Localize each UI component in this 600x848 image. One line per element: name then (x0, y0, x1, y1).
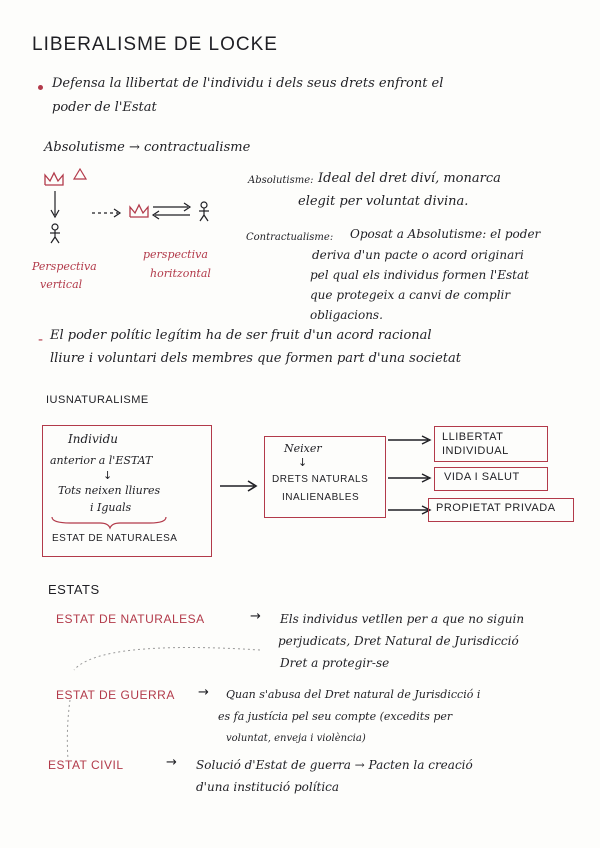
arrow-3: → (166, 755, 177, 770)
person-icon (50, 223, 60, 244)
individu-line-2: anterior a l'ESTAT (50, 454, 153, 467)
estat-civil-name: ESTAT CIVIL (48, 758, 124, 772)
estat-naturalesa-line-2: perjudicats, Dret Natural de Jurisdicció (278, 634, 519, 648)
individu-line-4: Tots neixen lliures (58, 484, 161, 497)
dash-marker: - (38, 332, 44, 348)
estat-civil-line-2: d'una institució política (196, 780, 340, 794)
estats-heading: ESTATS (48, 582, 100, 597)
page-title: LIBERALISME DE LOCKE (32, 34, 278, 55)
estat-guerra-line-3: voluntat, enveja i violència) (226, 733, 366, 744)
estat-naturalesa-line-3: Dret a protegir-se (280, 656, 390, 670)
right-label-3: PROPIETAT PRIVADA (436, 502, 556, 514)
right-box-2 (434, 467, 548, 491)
right-label-1: LLIBERTAT INDIVIDUAL (442, 431, 509, 457)
absolutisme-term: Absolutisme: (248, 175, 314, 186)
arrow-right-icon (220, 480, 258, 492)
horizontal-label-2: horitzontal (150, 267, 211, 280)
right-box-3 (428, 498, 574, 522)
drets-line-1: Neixer (284, 442, 322, 455)
bullet-dot (38, 85, 43, 90)
individu-arrow: ↓ (103, 469, 113, 482)
contractualisme-line-1: Oposat a Absolutisme: el poder (350, 227, 541, 241)
estat-guerra-line-2: es fa justícia pel seu compte (excedits … (218, 710, 453, 723)
legit-line-1: El poder polític legítim ha de ser fruit… (50, 328, 432, 343)
estat-naturalesa-line-1: Els individus vetllen per a que no sigui… (280, 612, 525, 626)
intro-line-1: Defensa la llibertat de l'individu i del… (52, 76, 444, 91)
absolutisme-line-2: elegit per voluntat divina. (298, 194, 469, 209)
arrow-2: → (198, 685, 209, 700)
contractualisme-line-3: pel qual els individus formen l'Estat (310, 268, 529, 282)
crown-icon (44, 171, 64, 186)
vertical-label-2: vertical (40, 278, 83, 291)
estat-guerra-line-1: Quan s'abusa del Dret natural de Jurisdi… (226, 688, 481, 701)
drets-line-3: DRETS NATURALS (272, 474, 369, 485)
abs-contract-heading: Absolutisme → contractualisme (44, 140, 251, 155)
estat-civil-line-1: Solució d'Estat de guerra → Pacten la cr… (196, 758, 473, 772)
contractualisme-line-5: obligacions. (310, 308, 383, 322)
crown-icon (129, 203, 149, 218)
legit-line-2: lliure i voluntari dels membres que form… (50, 351, 461, 366)
estat-guerra-name: ESTAT DE GUERRA (56, 688, 175, 702)
absolutisme-line-1: Ideal del dret diví, monarca (318, 171, 501, 186)
triangle-icon (72, 167, 88, 180)
individu-line-5: i Iguals (90, 501, 132, 514)
right-label-2: VIDA I SALUT (444, 471, 520, 483)
person-icon (199, 201, 209, 222)
estat-naturalesa-name: ESTAT DE NATURALESA (56, 612, 205, 626)
absolutism-diagram (44, 167, 209, 244)
drets-box (264, 436, 386, 518)
curly-bracket (51, 516, 167, 530)
arrow-1: → (250, 609, 261, 624)
dashed-connector (66, 647, 261, 761)
horizontal-label-1: perspectiva (143, 248, 208, 261)
estat-naturalesa-label: ESTAT DE NATURALESA (52, 533, 178, 544)
drets-arrow: ↓ (298, 456, 308, 469)
contractualisme-line-2: deriva d'un pacte o acord originari (312, 248, 524, 262)
vertical-label-1: Perspectiva (32, 260, 97, 273)
right-box-1 (434, 426, 548, 462)
arrows-to-rights (388, 435, 432, 515)
intro-line-2: poder de l'Estat (52, 100, 157, 115)
iusnaturalisme-heading: IUSNATURALISME (46, 394, 149, 406)
individu-title: Individu (68, 432, 119, 446)
drets-line-4: INALIENABLES (282, 492, 360, 503)
contractualisme-line-4: que protegeix a canvi de complir (310, 288, 511, 302)
individu-box (42, 425, 212, 557)
contractualisme-term: Contractualisme: (246, 232, 334, 243)
